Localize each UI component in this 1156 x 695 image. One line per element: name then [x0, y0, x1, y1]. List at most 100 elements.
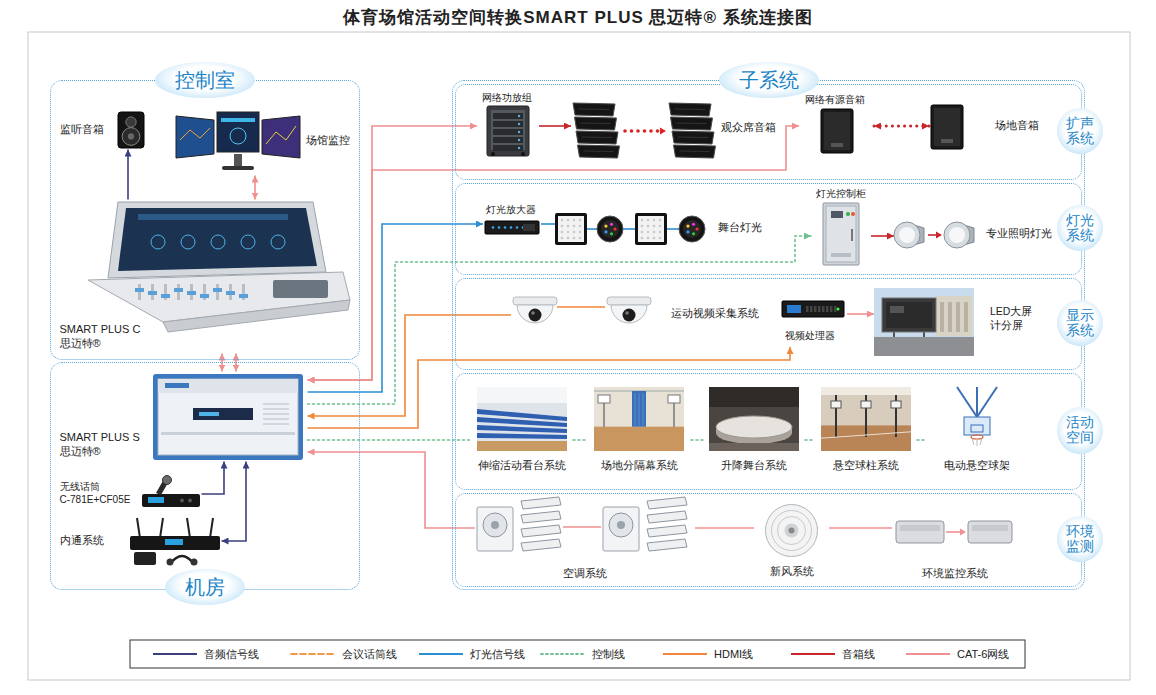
node-label: 升降舞台系统 — [721, 459, 787, 473]
lighting-band: 灯光放大器舞台灯光灯光控制柜专业照明灯光灯光系统 — [455, 183, 1082, 275]
machine-room-region: SMART PLUS S 思迈特®无线话筒 C-781E+CF05E内通系统机房 — [50, 362, 360, 590]
node-label: 灯光控制柜 — [816, 187, 866, 200]
legend-swatch — [662, 649, 708, 659]
tribune-icon — [477, 387, 567, 451]
active-speaker: 网络有源音箱 — [799, 93, 874, 155]
legend-item: 灯光信号线 — [418, 646, 525, 662]
node-label: 新风系统 — [770, 565, 814, 579]
legend-line — [291, 653, 335, 655]
stage-lights: 舞台灯光 — [555, 207, 764, 251]
legend-label: 控制线 — [592, 647, 625, 662]
field-speaker: 场地音箱 — [929, 103, 1049, 151]
connector-line — [695, 527, 754, 529]
node-label: 空调系统 — [563, 567, 607, 581]
diagram-title: 体育场馆活动空间转换SMART PLUS 思迈特® 系统连接图 — [0, 0, 1156, 29]
section-title: 环境监测 — [1057, 516, 1103, 563]
led-screen: LED大屏 计分屏 — [874, 285, 1044, 359]
hoop-icon — [952, 387, 1002, 451]
connector-line — [127, 150, 129, 200]
connector — [308, 440, 472, 441]
connector-line — [874, 125, 929, 128]
node-label: SMART PLUS S 思迈特® — [60, 430, 148, 459]
legend-label: 灯光信号线 — [470, 647, 525, 662]
connector — [308, 236, 812, 404]
legend-line — [541, 653, 585, 655]
subsystem-region: 网络功放组观众席音箱网络有源音箱场地音箱扩声系统灯光放大器舞台灯光灯光控制柜专业… — [452, 80, 1085, 590]
netamp-icon — [487, 106, 529, 156]
floodlights: 专业照明灯光 — [894, 213, 1054, 257]
active-icon — [821, 109, 853, 153]
vent-icon — [764, 503, 819, 558]
outer-frame — [28, 32, 1130, 680]
node-label: 舞台灯光 — [718, 221, 762, 235]
led-icon — [874, 288, 974, 356]
legend-item: 音箱线 — [790, 646, 875, 662]
node-label: 视频处理器 — [785, 329, 835, 342]
stagepic-icon — [709, 387, 799, 451]
control-console: SMART PLUS C 思迈特® — [58, 200, 353, 354]
section-title: 机房 — [165, 569, 245, 605]
connector — [829, 528, 892, 529]
node-label: 观众席音箱 — [721, 121, 776, 135]
display-band: 运动视频采集系统视频处理器LED大屏 计分屏显示系统 — [455, 278, 1082, 370]
legend-item: 会议话筒线 — [290, 646, 397, 662]
line-array: 观众席音箱 — [571, 101, 778, 161]
legend-swatch — [790, 649, 836, 659]
connector-line — [573, 439, 587, 441]
connector — [308, 452, 476, 528]
legend-item: 音频信号线 — [152, 646, 259, 662]
connector-line — [222, 462, 247, 542]
node-label: 场馆监控 — [306, 134, 350, 148]
connector — [805, 440, 815, 441]
legend-line — [906, 653, 950, 655]
section-title: 活动空间 — [1057, 407, 1103, 454]
fresh-air: 新风系统 — [754, 501, 829, 583]
node-label: LED大屏 计分屏 — [990, 305, 1040, 332]
node-label: 专业照明灯光 — [986, 227, 1052, 241]
section-title: 控制室 — [155, 62, 255, 98]
connector — [541, 224, 555, 225]
connector-line — [691, 439, 703, 441]
legend-swatch — [905, 649, 951, 659]
connector-line — [917, 439, 927, 441]
venue-monitor: 场馆监控 — [176, 108, 351, 176]
domes-icon — [511, 293, 656, 335]
main-host: SMART PLUS S 思迈特® — [58, 372, 308, 462]
connector-line — [805, 439, 815, 441]
intercom: 内通系统 — [58, 516, 222, 566]
legend-label: 音箱线 — [842, 647, 875, 662]
amp-rack: 网络功放组 — [477, 91, 539, 157]
connector — [847, 314, 874, 315]
console-icon — [58, 200, 353, 334]
lightamp-icon — [485, 221, 539, 234]
photo-tile: 升降舞台系统 — [703, 385, 805, 485]
video-processor: 视频处理器 — [779, 299, 847, 347]
light-cabinet: 灯光控制柜 — [811, 187, 871, 267]
connector — [871, 236, 894, 237]
mic-icon — [142, 476, 200, 512]
legend-line — [419, 653, 463, 655]
node-label: 环境监控系统 — [922, 567, 988, 581]
connector-line — [871, 235, 894, 237]
connector — [874, 126, 929, 127]
ac-icon — [475, 497, 695, 561]
poles-icon — [821, 387, 911, 451]
connector-line — [308, 236, 812, 404]
connector-line — [308, 452, 476, 528]
node-label: SMART PLUS C 思迈特® — [60, 322, 148, 351]
legend-line — [153, 653, 197, 655]
rack-icon — [153, 374, 303, 460]
node-label: 内通系统 — [60, 534, 104, 548]
section-title: 显示系统 — [1057, 300, 1103, 347]
cameras: 运动视频采集系统 — [511, 291, 776, 337]
connector-line — [202, 462, 225, 495]
legend-item: 控制线 — [540, 646, 625, 662]
node-label: 悬空球柱系统 — [833, 459, 899, 473]
node-label: 电动悬空球架 — [944, 459, 1010, 473]
legend-line — [791, 653, 835, 655]
monitors-icon — [176, 110, 300, 172]
light-amplifier: 灯光放大器 — [483, 203, 541, 243]
stagelights-icon — [555, 209, 713, 249]
activity-band: 伸缩活动看台系统场地分隔幕系统升降舞台系统悬空球柱系统电动悬空球架活动空间 — [455, 373, 1082, 490]
